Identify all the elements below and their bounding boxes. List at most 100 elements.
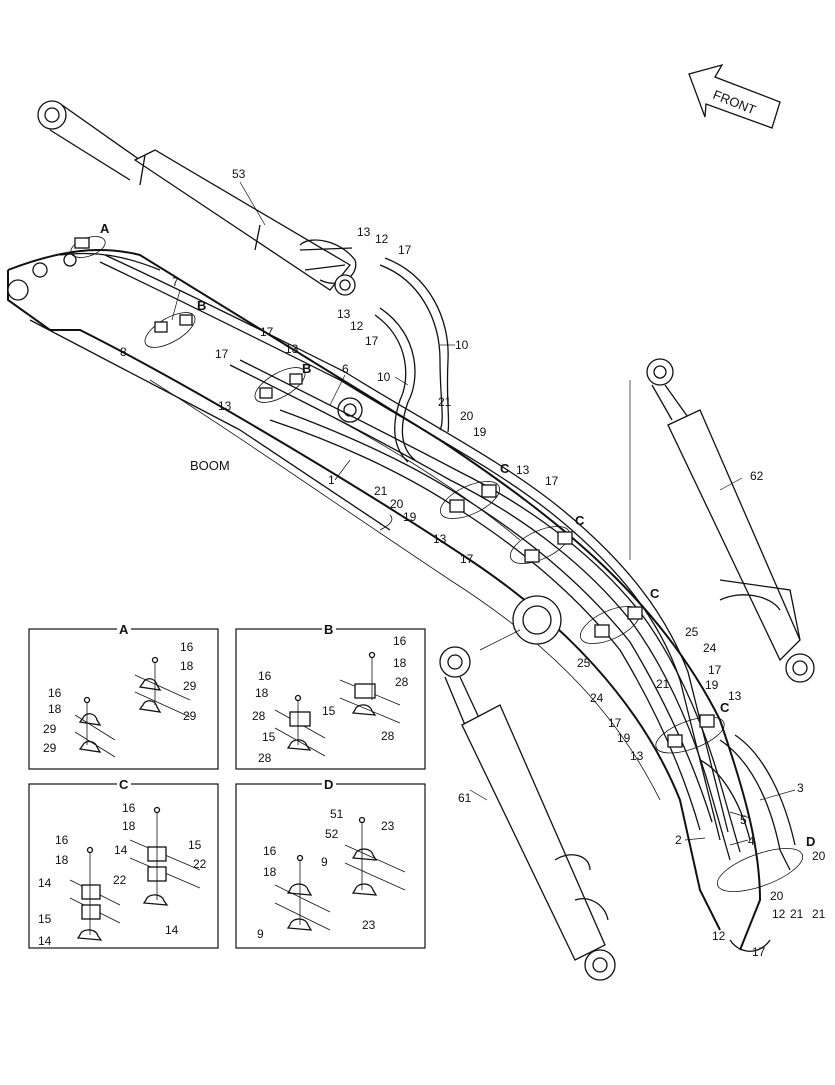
callout-label: 29 <box>183 709 197 723</box>
callout-label: 17 <box>460 552 474 566</box>
callout-label: 16 <box>393 634 407 648</box>
detail-b: B 16 18 28 15 28 16 18 28 15 28 <box>235 622 426 770</box>
callout-label: 17 <box>260 325 274 339</box>
callout-label: 4 <box>748 834 755 848</box>
callout-label: 28 <box>252 709 266 723</box>
callout-label: 51 <box>330 807 344 821</box>
callout-label: 15 <box>262 730 276 744</box>
callout-label: 14 <box>114 843 128 857</box>
callout-label: A <box>100 221 110 236</box>
callout-label: 18 <box>255 686 269 700</box>
callout-label: 28 <box>258 751 272 765</box>
callout-label: 20 <box>390 497 404 511</box>
callout-label: 16 <box>258 669 272 683</box>
callout-label: B <box>324 622 333 637</box>
callout-label: B <box>197 298 206 313</box>
callout-label: 15 <box>188 838 202 852</box>
callout-label: 13 <box>218 399 232 413</box>
callout-label: 18 <box>263 865 277 879</box>
callout-label: 14 <box>38 876 52 890</box>
front-arrow-icon: FRONT <box>688 63 781 129</box>
callout-label: C <box>575 513 585 528</box>
callout-label: 18 <box>48 702 62 716</box>
callout-label: 21 <box>790 907 804 921</box>
callout-label: 21 <box>438 395 452 409</box>
callout-label: 13 <box>728 689 742 703</box>
callout-label: D <box>324 777 333 792</box>
callout-label: 29 <box>183 679 197 693</box>
callout-label: 21 <box>656 677 670 691</box>
callout-label: 28 <box>381 729 395 743</box>
boom-cylinder-53 <box>37 100 357 296</box>
callout-label: 19 <box>705 678 719 692</box>
callout-label: 29 <box>43 741 57 755</box>
callout-label: 19 <box>473 425 487 439</box>
callout-label: A <box>119 622 129 637</box>
callout-label: 12 <box>712 929 726 943</box>
callout-label: 10 <box>377 370 391 384</box>
boom <box>7 249 771 952</box>
boom-tubes <box>99 254 796 871</box>
callouts: 53 13 12 17 13 12 17 10 10 7 A B 8 17 17… <box>100 167 826 959</box>
callout-label: 22 <box>113 873 127 887</box>
callout-label: C <box>500 461 510 476</box>
callout-label: 29 <box>43 722 57 736</box>
callout-label: 18 <box>393 656 407 670</box>
callout-label: 16 <box>122 801 136 815</box>
callout-label: 20 <box>770 889 784 903</box>
callout-label: 14 <box>165 923 179 937</box>
callout-label: 5 <box>740 813 747 827</box>
leader-lines <box>171 181 796 846</box>
callout-label: 15 <box>322 704 336 718</box>
callout-label: 16 <box>180 640 194 654</box>
callout-label: 9 <box>321 855 328 869</box>
callout-label: 52 <box>325 827 339 841</box>
callout-label: 12 <box>772 907 786 921</box>
callout-label: 25 <box>685 625 699 639</box>
callout-label: 13 <box>337 307 351 321</box>
callout-label: 2 <box>675 833 682 847</box>
callout-label: 1 <box>328 473 335 487</box>
callout-label: 12 <box>375 232 389 246</box>
callout-label: 28 <box>395 675 409 689</box>
callout-label: 25 <box>577 656 591 670</box>
boom-label: BOOM <box>190 458 230 473</box>
detail-c: C 16 18 14 22 15 14 16 18 15 14 22 14 <box>28 777 219 949</box>
callout-label: D <box>806 834 815 849</box>
callout-label: 15 <box>38 912 52 926</box>
callout-label: 7 <box>172 275 179 289</box>
callout-label: 12 <box>350 319 364 333</box>
callout-label: 16 <box>55 833 69 847</box>
callout-label: 18 <box>180 659 194 673</box>
callout-label: 24 <box>590 691 604 705</box>
callout-label: 23 <box>381 819 395 833</box>
callout-label: C <box>720 700 730 715</box>
arm-cylinder-62 <box>646 358 815 683</box>
callout-label: 17 <box>365 334 379 348</box>
callout-label: 14 <box>38 934 52 948</box>
callout-label: C <box>119 777 129 792</box>
callout-label: 24 <box>703 641 717 655</box>
callout-label: 20 <box>460 409 474 423</box>
callout-label: 16 <box>263 844 277 858</box>
callout-label: 17 <box>398 243 412 257</box>
detail-a: A 16 18 29 29 16 18 29 29 <box>28 622 219 770</box>
callout-label: 19 <box>403 510 417 524</box>
callout-label: B <box>302 361 311 376</box>
detail-d: D 51 52 23 16 18 9 23 9 <box>235 777 426 949</box>
callout-label: 23 <box>362 918 376 932</box>
callout-label: 53 <box>232 167 246 181</box>
callout-label: 20 <box>812 849 826 863</box>
callout-label: 22 <box>193 857 207 871</box>
callout-label: 10 <box>455 338 469 352</box>
callout-label: 17 <box>608 716 622 730</box>
callout-label: 8 <box>120 345 127 359</box>
callout-label: 21 <box>374 484 388 498</box>
callout-label: 61 <box>458 791 472 805</box>
cylinder-61 <box>439 646 616 981</box>
clamp-groups <box>70 236 804 892</box>
callout-label: 17 <box>752 945 766 959</box>
callout-label: 13 <box>285 342 299 356</box>
callout-label: 18 <box>122 819 136 833</box>
